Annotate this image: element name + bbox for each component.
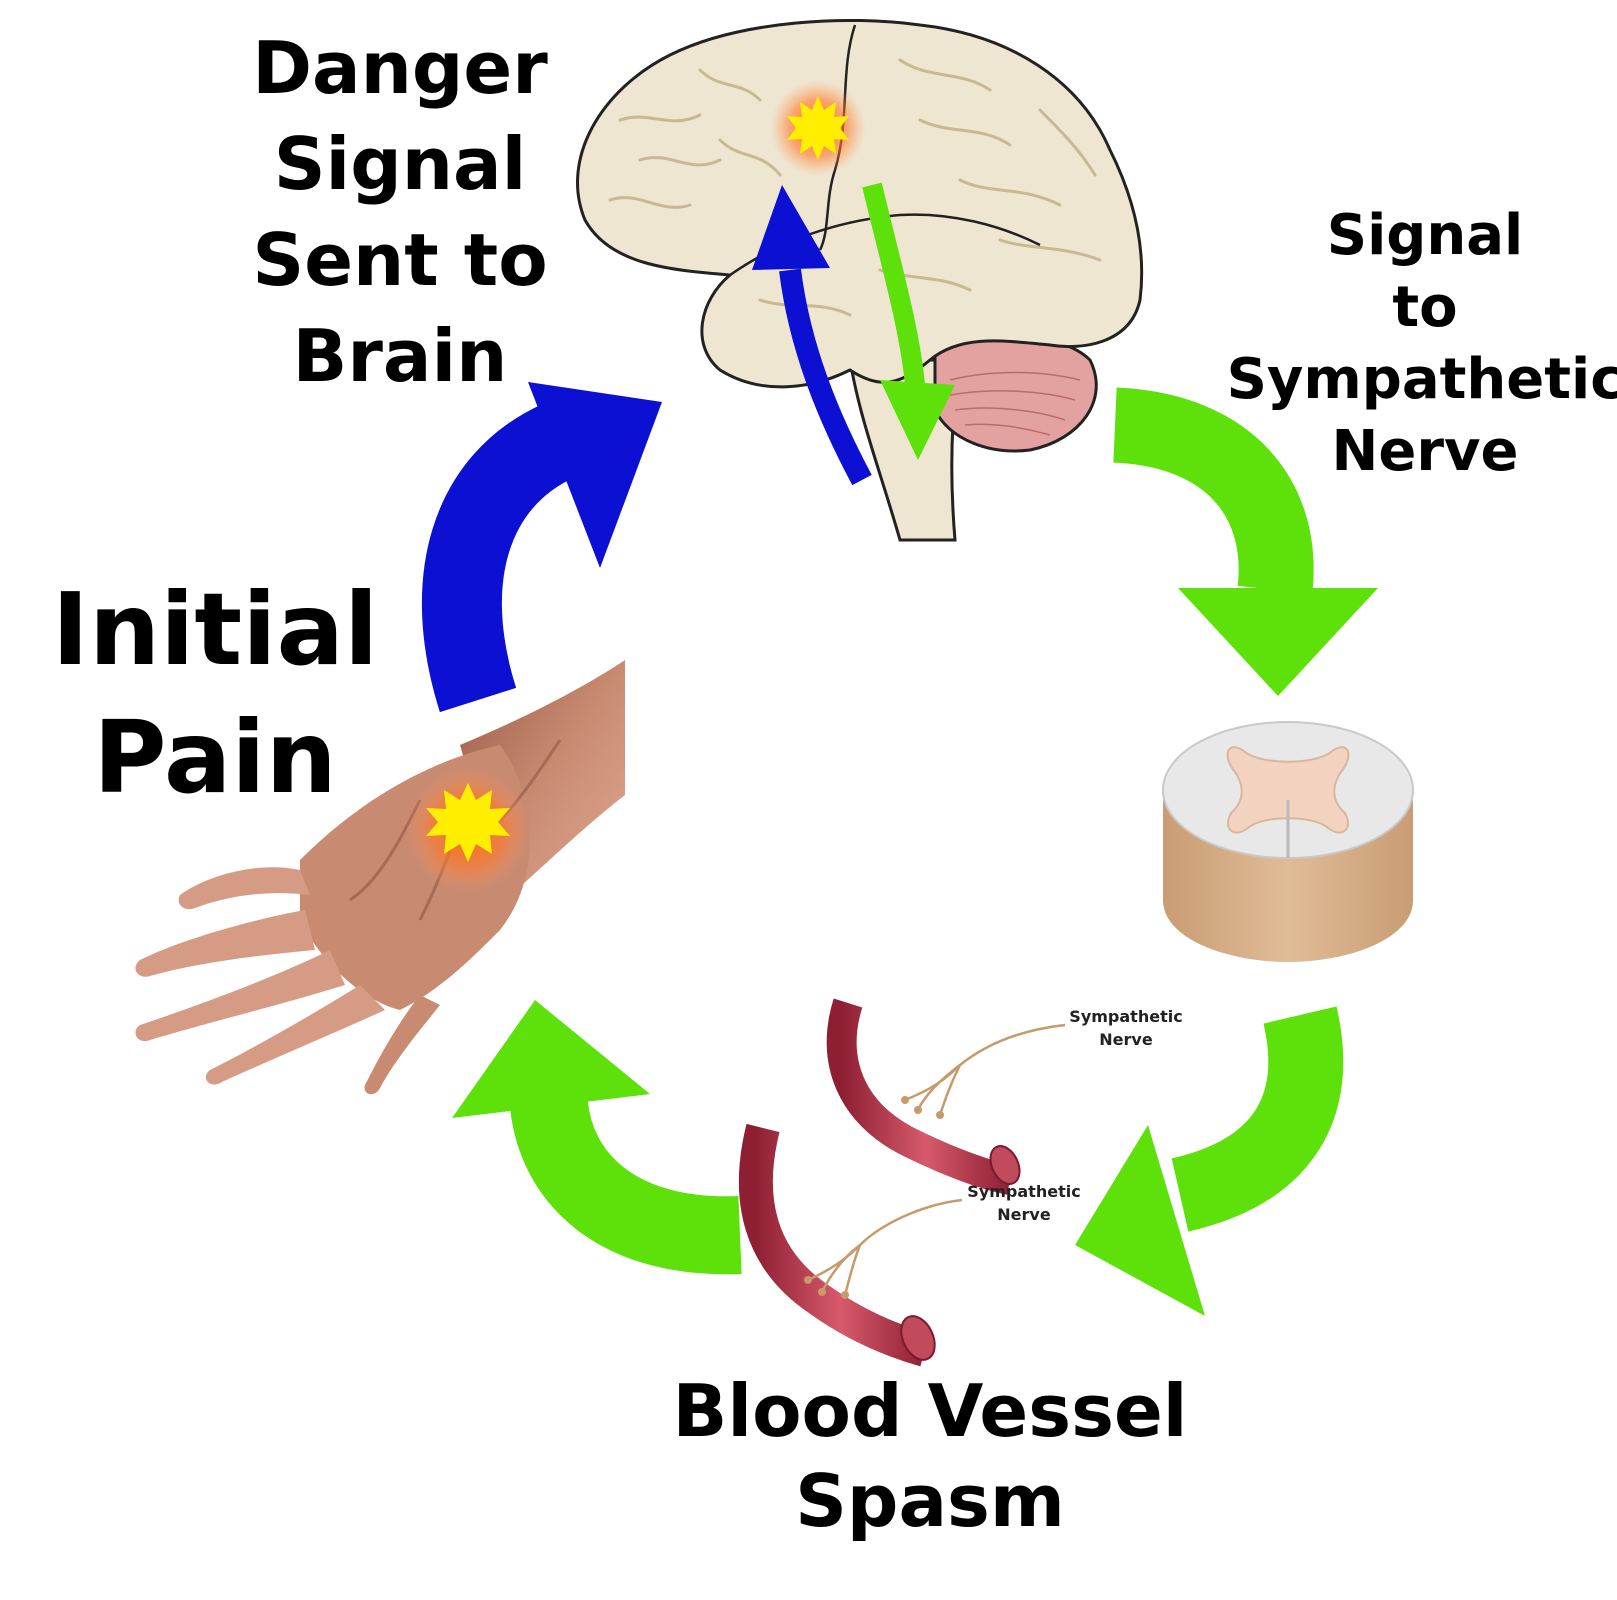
initial-pain-label: Initial Pain (40, 580, 390, 836)
brain-icon (576, 18, 1144, 542)
brain-pain-burst-icon (787, 96, 849, 160)
danger-label: Danger Signal Sent to Brain (235, 32, 565, 416)
green-arrow-to-spinal-cord (1112, 387, 1378, 696)
green-arrow-to-vessels (1075, 1006, 1344, 1316)
vessel-bottom-label-line1: Sympathetic (967, 1182, 1080, 1201)
signal-line2: to (1392, 275, 1458, 340)
blood-vessel-icon: Sympathetic Nerve (738, 1123, 1081, 1367)
initial-line2: Pain (93, 699, 337, 816)
danger-line2: Signal (273, 122, 527, 206)
signal-line1: Signal (1326, 203, 1524, 268)
hand-icon (135, 660, 625, 1095)
hand-pain-burst-icon (426, 783, 510, 862)
spinal-cord-icon (1162, 721, 1414, 962)
signal-line3: Sympathetic (1226, 347, 1617, 412)
green-arrow-to-hand (452, 1000, 742, 1275)
vessel-top-label-line1: Sympathetic (1069, 1007, 1182, 1026)
danger-line4: Brain (292, 314, 508, 398)
danger-line3: Sent to (252, 218, 548, 302)
vessel-top-label-line2: Nerve (1099, 1030, 1153, 1049)
brain-descending-arrow (862, 182, 955, 460)
danger-line1: Danger (252, 26, 548, 110)
signal-line4: Nerve (1331, 419, 1519, 484)
blood-vessel-icon: Sympathetic Nerve (826, 998, 1183, 1195)
initial-line1: Initial (51, 571, 379, 688)
blue-arrow-to-brain (421, 382, 662, 713)
blood-vessel-spasm-label: Blood Vessel Spasm (665, 1375, 1195, 1555)
blood-line1: Blood Vessel (672, 1369, 1188, 1453)
vessel-bottom-label-line2: Nerve (997, 1205, 1051, 1224)
brain-ascending-arrow (752, 185, 872, 486)
blood-line2: Spasm (795, 1459, 1065, 1543)
signal-label: Signal to Sympathetic Nerve (1220, 208, 1617, 496)
